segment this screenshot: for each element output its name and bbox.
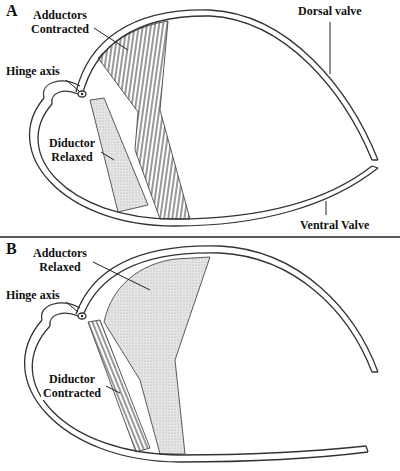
leader-lines bbox=[66, 22, 330, 393]
dorsal-valve-inner bbox=[82, 253, 372, 372]
label-holder: Adductors Contracted bbox=[29, 8, 91, 36]
panel-letter: A bbox=[4, 2, 20, 20]
panel-b bbox=[25, 246, 378, 462]
hinge-dot bbox=[81, 315, 83, 317]
label-holder: A bbox=[4, 2, 20, 20]
leader-line bbox=[66, 80, 79, 91]
panel-letter: B bbox=[4, 240, 19, 258]
part-label: Adductors Contracted bbox=[29, 8, 91, 36]
leader-line bbox=[326, 201, 327, 215]
part-label: Diductor Contracted bbox=[41, 372, 103, 400]
leader-line bbox=[101, 152, 114, 160]
hinge-joint bbox=[78, 313, 86, 319]
beak-inner bbox=[50, 313, 78, 326]
leader-line bbox=[330, 22, 331, 74]
ventral-valve-inner bbox=[32, 326, 366, 455]
adductor-muscle bbox=[104, 257, 210, 454]
label-holder: Hinge axis bbox=[4, 288, 62, 302]
label-holder: Adductors Relaxed bbox=[31, 246, 89, 274]
beak-inner bbox=[52, 91, 78, 104]
ventral-valve-outer bbox=[25, 320, 368, 462]
part-label: Adductors Relaxed bbox=[31, 246, 89, 274]
label-holder: Dorsal valve bbox=[296, 4, 364, 18]
label-holder: B bbox=[4, 240, 19, 258]
valve-edge bbox=[372, 160, 378, 168]
panel-a bbox=[30, 10, 378, 226]
label-holder: Diductor Contracted bbox=[41, 372, 103, 400]
label-holder: Diductor Relaxed bbox=[47, 136, 97, 164]
hinge-joint bbox=[78, 91, 86, 97]
dorsal-valve-outer bbox=[76, 10, 378, 160]
part-label: Hinge axis bbox=[4, 64, 62, 78]
part-label: Diductor Relaxed bbox=[47, 136, 97, 164]
diductor-muscle bbox=[90, 98, 148, 212]
dorsal-valve-inner bbox=[82, 16, 372, 160]
valve-edge bbox=[366, 372, 378, 452]
beak-outer bbox=[44, 81, 80, 98]
ventral-valve-inner bbox=[38, 104, 372, 219]
leader-line bbox=[66, 302, 78, 312]
dorsal-valve-outer bbox=[76, 246, 378, 372]
part-label: Hinge axis bbox=[4, 288, 62, 302]
part-label: Ventral Valve bbox=[298, 218, 371, 232]
leader-line bbox=[106, 386, 120, 393]
label-holder: Ventral Valve bbox=[298, 218, 371, 232]
leader-line bbox=[94, 28, 128, 50]
ventral-valve-outer bbox=[30, 98, 378, 226]
label-holder: Hinge axis bbox=[4, 64, 62, 78]
beak-outer bbox=[42, 303, 80, 320]
panel-divider bbox=[0, 236, 400, 238]
hinge-dot bbox=[81, 93, 83, 95]
leader-line bbox=[93, 262, 150, 290]
part-label: Dorsal valve bbox=[296, 4, 364, 18]
